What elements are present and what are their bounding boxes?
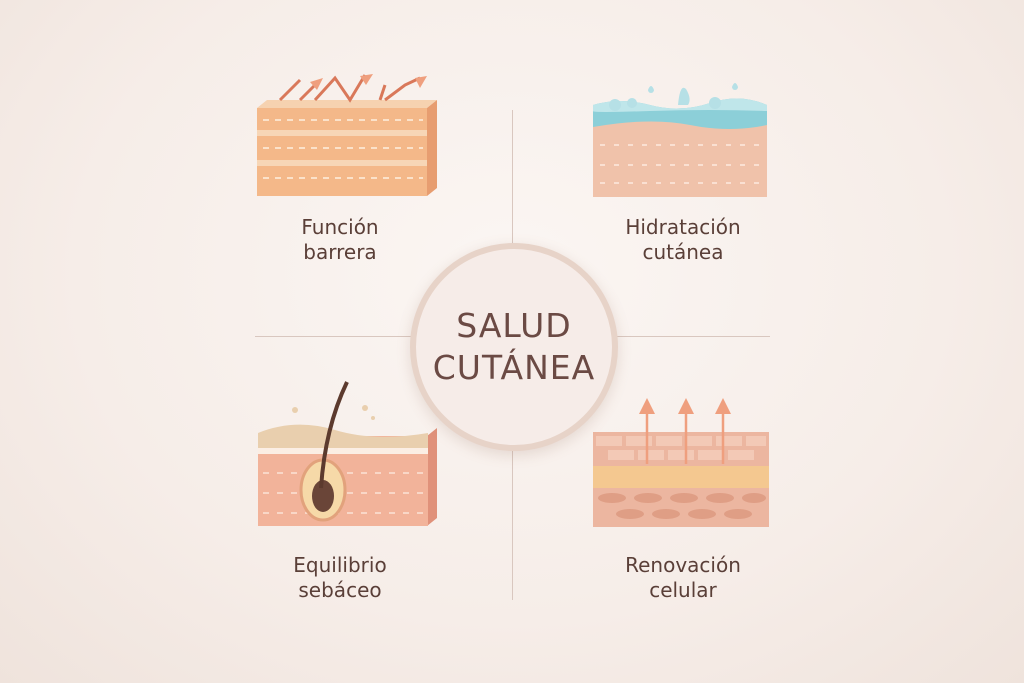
skin-barrier-icon — [257, 74, 437, 196]
center-title-circle: SALUD CUTÁNEA — [410, 243, 618, 451]
label-funcion-barrera: Función barrera — [240, 215, 440, 265]
label-line: Función — [301, 215, 379, 239]
label-line: Equilibrio — [293, 553, 387, 577]
label-hidratacion-cutanea: Hidratación cutánea — [583, 215, 783, 265]
label-line: sebáceo — [298, 578, 382, 602]
label-line: Hidratación — [625, 215, 741, 239]
label-line: barrera — [303, 240, 377, 264]
hair-follicle-sebum-icon — [258, 381, 437, 526]
center-title-line1: SALUD — [456, 306, 572, 345]
label-equilibrio-sebaceo: Equilibrio sebáceo — [240, 553, 440, 603]
cell-renewal-icon — [593, 398, 769, 527]
center-title-line2: CUTÁNEA — [432, 348, 596, 387]
skin-hydration-icon — [592, 83, 767, 197]
label-renovacion-celular: Renovación celular — [583, 553, 783, 603]
label-line: cutánea — [642, 240, 724, 264]
label-line: Renovación — [625, 553, 741, 577]
label-line: celular — [649, 578, 717, 602]
